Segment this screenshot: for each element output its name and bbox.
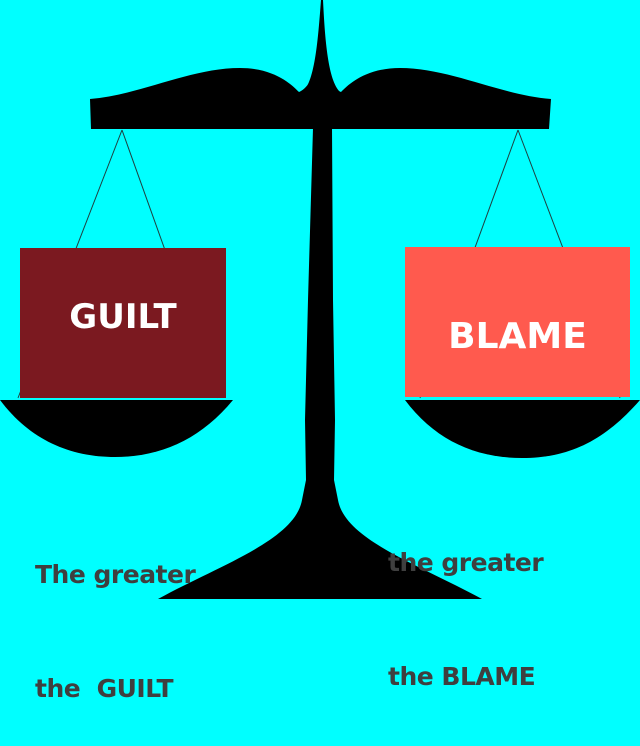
scale-beam bbox=[90, 60, 551, 129]
caption-guilt-line1: The greater bbox=[35, 560, 196, 589]
guilt-label: GUILT bbox=[69, 297, 177, 337]
guilt-weight-box: GUILT bbox=[20, 248, 226, 398]
scale-finial bbox=[303, 0, 340, 92]
caption-blame-line1: the greater bbox=[388, 548, 544, 577]
caption-guilt: The greater the GUILT bbox=[35, 480, 196, 746]
blame-weight-box: BLAME bbox=[405, 247, 630, 397]
blame-label: BLAME bbox=[448, 315, 587, 357]
caption-guilt-line2: the GUILT bbox=[35, 674, 174, 703]
caption-blame-line2: the BLAME bbox=[388, 662, 536, 691]
right-pan bbox=[405, 400, 640, 458]
caption-blame: the greater the BLAME bbox=[388, 468, 544, 734]
left-pan bbox=[0, 400, 233, 457]
scale-stand bbox=[158, 128, 482, 599]
